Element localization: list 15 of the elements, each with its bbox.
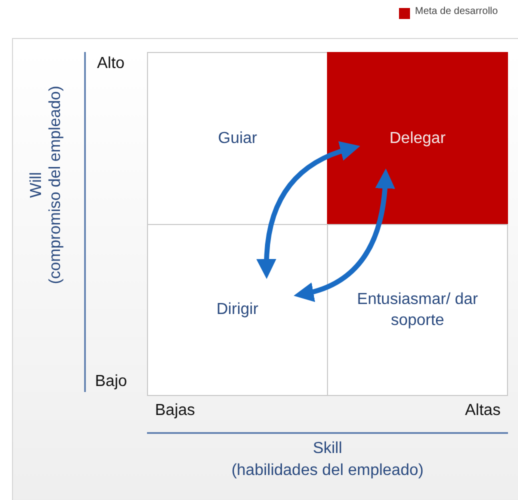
axis-subtitle: (compromiso del empleado) [47,86,66,284]
quadrant-label: Delegar [364,110,472,168]
axis-tick-label: Alto [97,55,125,73]
quadrant-label: Dirigir [190,281,284,339]
quadrant-label: Guiar [218,128,258,150]
curved-arrow [294,168,395,302]
axis-tick-label: Bajas [155,402,196,420]
legend-label: Meta de desarrollo [415,6,498,17]
curved-arrow [256,142,360,279]
quadrant-label: Entusiasmar/ dar soporte [342,288,492,332]
axis-tick-label: Altas [465,402,501,420]
axis-title: Skill [312,440,344,458]
axis-title: Will [28,172,46,198]
axis-tick-label: Bajo [95,373,128,391]
axis-subtitle: (habilidades del empleado) [230,462,425,480]
